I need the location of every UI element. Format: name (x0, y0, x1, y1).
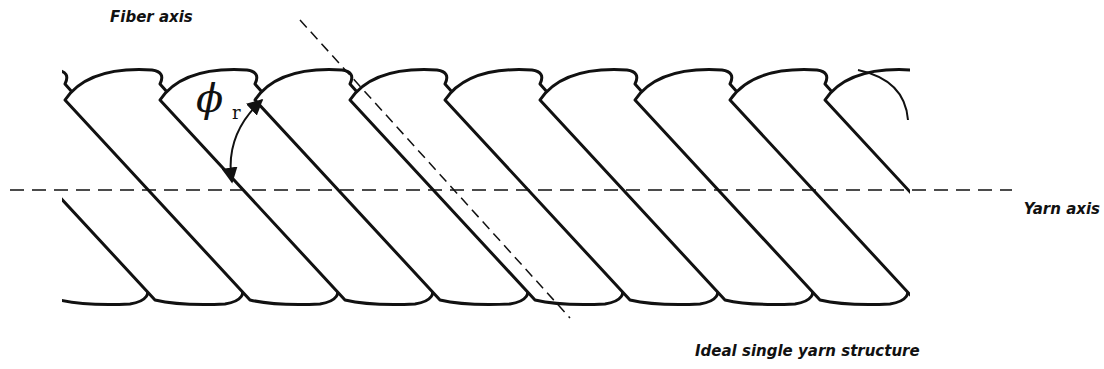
angle-subscript: r (232, 104, 241, 122)
figure-caption-label: Ideal single yarn structure (695, 342, 920, 360)
axis-label: Yarn axis (1024, 200, 1100, 218)
axis-label: Fiber axis (110, 8, 193, 26)
angle-symbol: ϕ (196, 78, 223, 118)
